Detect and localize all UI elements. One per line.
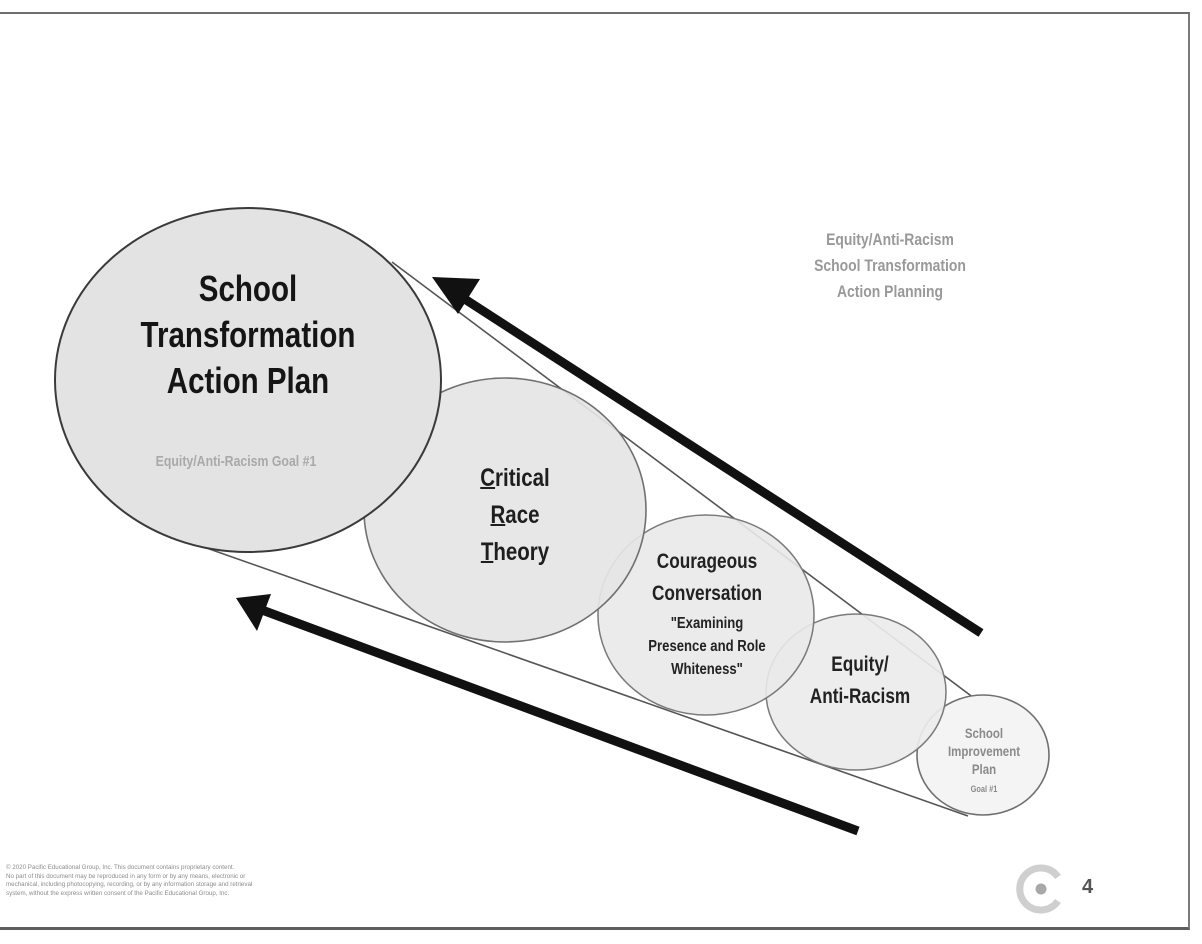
side-title: Equity/Anti-Racism School Transformation… [783,227,996,305]
crt-circle-title: Critical Race Theory [441,460,589,571]
courageous-subtitle-line: Whiteness" [671,661,743,678]
copyright-line: © 2020 Pacific Educational Group, Inc. T… [6,864,235,871]
pacific-educational-group-logo-icon [1016,864,1061,914]
equity-circle-title: Equity/ Anti-Racism [786,649,934,713]
crt-line: Race [441,497,589,534]
main-title-line: Action Plan [166,360,330,401]
crt-rest: ritical [495,464,550,492]
equity-title-line: Anti-Racism [809,685,911,708]
sip-title-line: School [964,725,1004,741]
school-improvement-circle-title: School Improvement Plan [935,724,1033,778]
copyright-line: mechanical, including photocopying, reco… [6,881,253,889]
side-title-line: School Transformation [814,256,966,275]
page-number: 4 [1082,876,1094,898]
courageous-subtitle-line: Presence and Role [648,638,766,655]
courageous-title-line: Conversation [651,582,763,605]
copyright-line: system, without the express written cons… [6,889,230,897]
courageous-subtitle-line: "Examining [670,615,744,632]
side-title-line: Action Planning [836,282,944,301]
crt-rest: ace [505,501,540,529]
arrow-up-left-icon [236,594,860,836]
copyright-notice: © 2020 Pacific Educational Group, Inc. T… [6,864,406,898]
sip-title-line: Improvement [947,743,1021,759]
crt-rest: heory [493,538,550,566]
main-circle-goal: Equity/Anti-Racism Goal #1 [155,453,317,470]
school-improvement-goal: Goal #1 [970,784,998,794]
sip-title-line: Plan [971,761,997,777]
crt-initial: T [480,538,494,566]
crt-line: Critical [441,460,589,497]
arrow-up-left-icon [432,277,984,637]
copyright-line: No part of this document may be reproduc… [6,872,246,880]
courageous-circle-subtitle: "Examining Presence and Role Whiteness" [621,612,793,681]
main-circle-title: School Transformation Action Plan [125,266,371,404]
courageous-circle-title: Courageous Conversation [621,546,793,610]
circle-school-improvement [916,694,1050,816]
courageous-title-line: Courageous [656,550,758,573]
crt-line: Theory [441,534,589,571]
main-title-line: School [198,268,298,309]
circle-courageous [597,514,815,716]
side-title-line: Equity/Anti-Racism [826,230,954,249]
equity-title-line: Equity/ [831,653,889,676]
main-title-line: Transformation [140,314,356,355]
cone-bottom-line [197,544,969,817]
crt-initial: R [490,501,506,529]
circle-main [54,207,442,553]
crt-initial: C [480,464,496,492]
